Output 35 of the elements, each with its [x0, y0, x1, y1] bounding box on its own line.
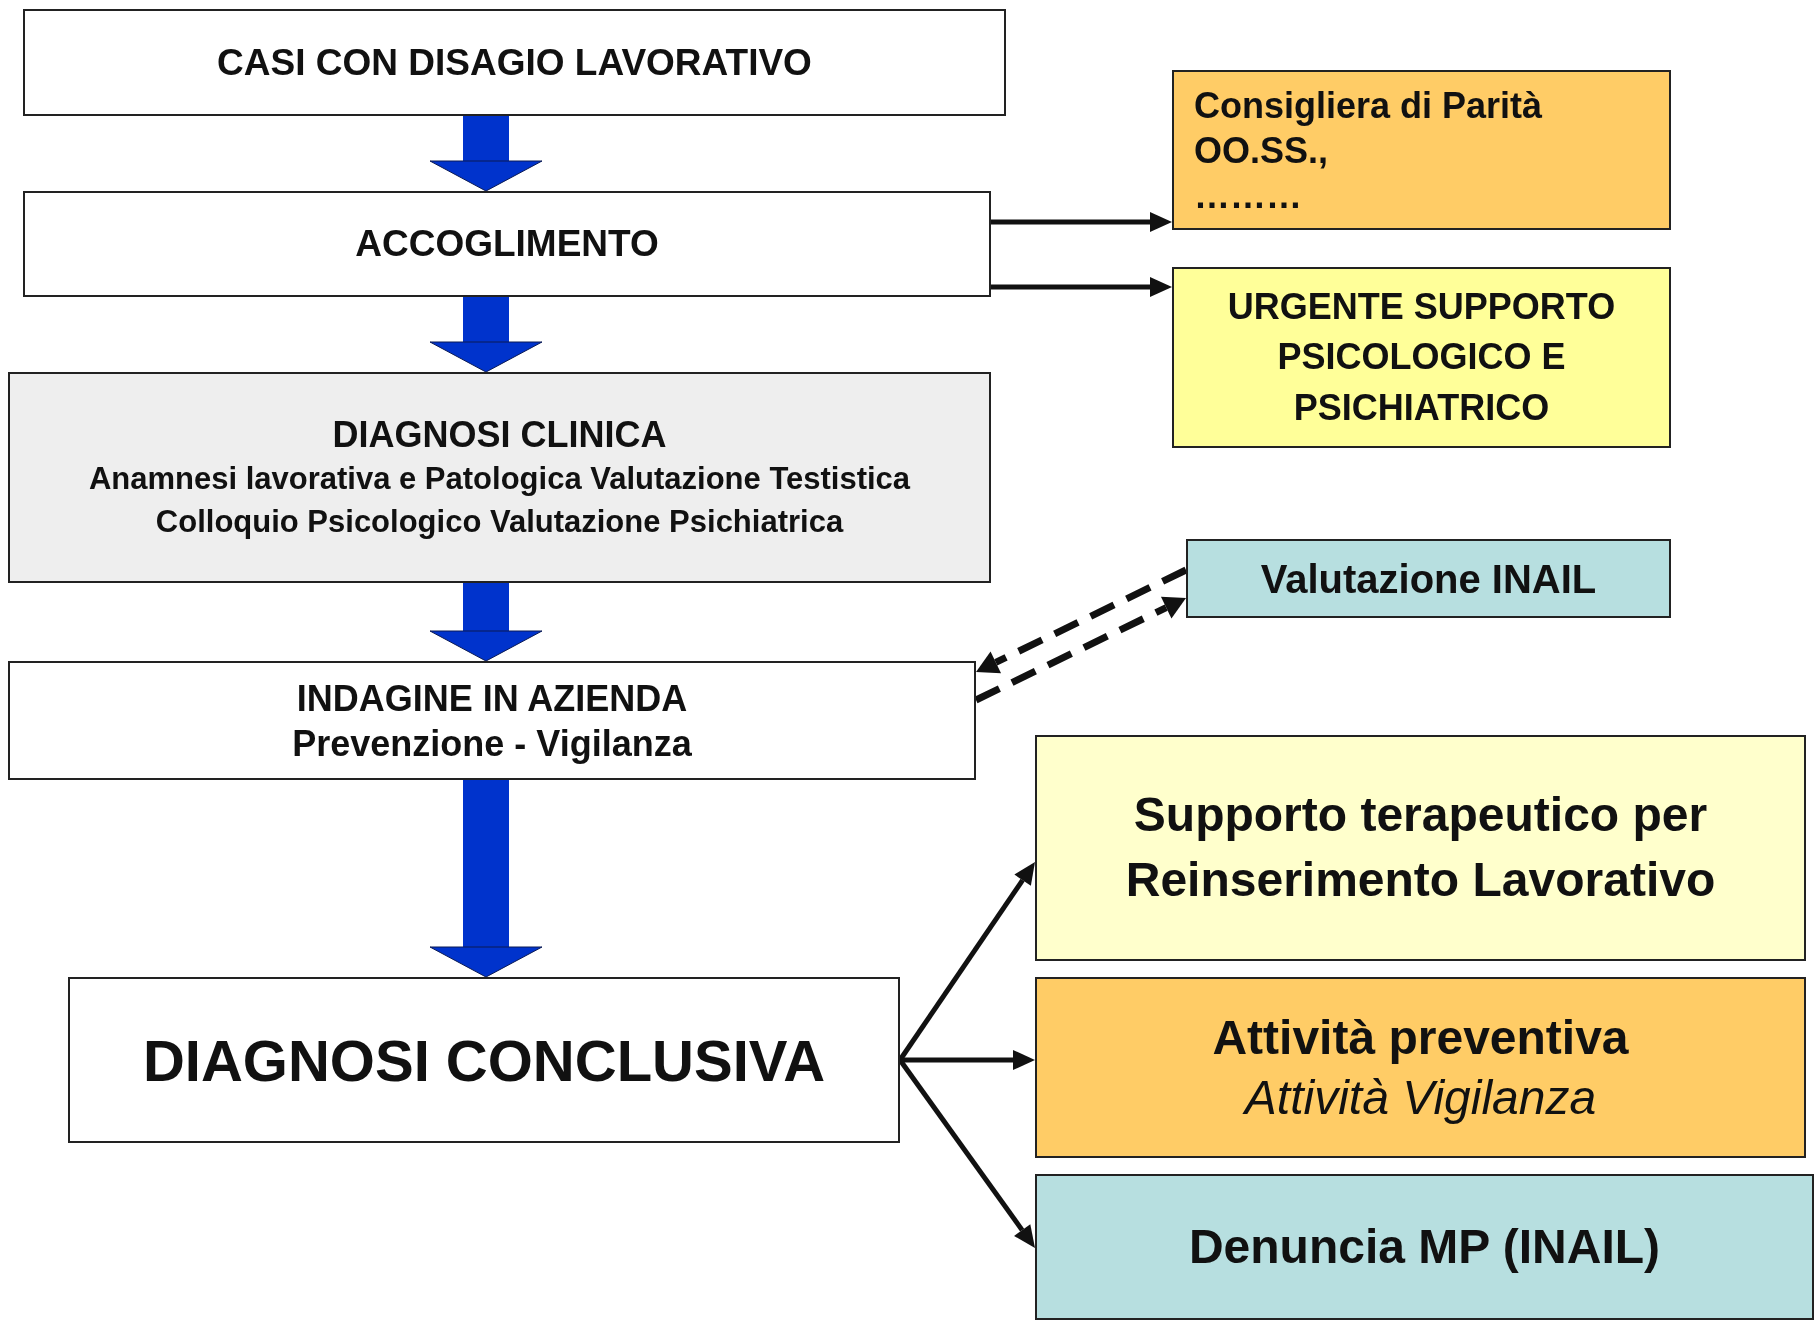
box-text: ……… — [1194, 173, 1302, 218]
process-box — [68, 977, 900, 1143]
box-title: Attività preventiva — [1212, 1009, 1629, 1066]
box-title: URGENTE SUPPORTO PSICOLOGICO E PSICHIATRICO — [1226, 284, 1617, 430]
arrow — [991, 277, 1172, 297]
box-title: CASI CON DISAGIO LAVORATIVO — [217, 40, 812, 85]
block-arrow — [429, 780, 543, 978]
block-arrow — [429, 583, 543, 662]
process-box — [1035, 1174, 1814, 1320]
block-arrow — [429, 116, 543, 192]
arrow — [991, 212, 1172, 232]
process-box — [8, 372, 991, 583]
box-title: Valutazione INAIL — [1260, 555, 1597, 603]
block-arrow — [429, 297, 543, 373]
box-title: INDAGINE IN AZIENDA — [296, 676, 688, 721]
process-box — [8, 661, 976, 780]
box-text: Attività Vigilanza — [1244, 1069, 1597, 1126]
arrow — [976, 566, 1188, 674]
box-title: Denuncia MP (INAIL) — [1188, 1219, 1661, 1275]
box-title: Consigliera di Parità — [1194, 83, 1543, 128]
process-box — [1186, 539, 1671, 618]
process-box — [23, 9, 1006, 116]
process-box — [1035, 977, 1806, 1158]
box-text: Anamnesi lavorativa e Patologica Valutazione Testistica Colloquio Psicologico Valutazione Psichiatrica — [87, 459, 912, 541]
box-title: Supporto terapeutico per Reinserimento Lavorativo — [1124, 787, 1717, 908]
process-box — [1172, 70, 1671, 230]
arrow — [900, 1050, 1035, 1070]
box-title: ACCOGLIMENTO — [355, 222, 659, 267]
box-text: Prevenzione - Vigilanza — [292, 721, 692, 766]
process-box — [23, 191, 991, 297]
box-title: DIAGNOSI CLINICA — [332, 412, 667, 457]
box-text: OO.SS., — [1194, 128, 1329, 173]
box-title: DIAGNOSI CONCLUSIVA — [142, 1026, 826, 1095]
process-box — [1035, 735, 1806, 961]
process-box — [1172, 267, 1671, 448]
